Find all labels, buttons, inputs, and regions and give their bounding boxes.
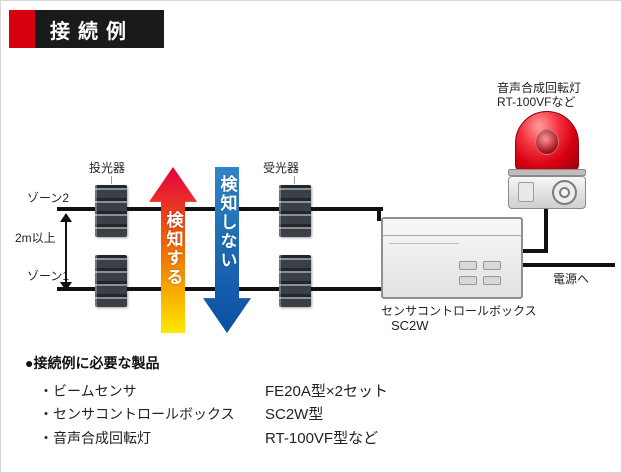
emitter-zone2 bbox=[95, 185, 127, 237]
emitter-leader-line bbox=[111, 176, 112, 184]
products-heading: ●接続例に必要な製品 bbox=[25, 355, 160, 371]
header-bar: 接続例 bbox=[35, 10, 164, 48]
page-title: 接続例 bbox=[50, 20, 134, 43]
product-value: SC2W型 bbox=[265, 406, 324, 423]
beacon-model: RT-100VFなど bbox=[497, 95, 576, 109]
distance-arrowhead-up-icon bbox=[60, 213, 72, 222]
distance-label: 2m以上 bbox=[15, 231, 56, 245]
no-detect-arrow: 検知しない bbox=[203, 167, 251, 333]
zone1-label: ゾーン1 bbox=[27, 269, 70, 283]
product-name: ・センサコントロールボックス bbox=[39, 406, 235, 422]
emitter-label: 投光器 bbox=[89, 161, 126, 175]
control-box-slot bbox=[389, 243, 459, 244]
emitter-zone1 bbox=[95, 255, 127, 307]
receiver-zone1 bbox=[279, 255, 311, 307]
control-box-label: センサコントロールボックス bbox=[381, 304, 537, 318]
beacon-speaker-inner-icon bbox=[559, 187, 570, 198]
sensor-control-box bbox=[381, 217, 523, 299]
beacon-flange bbox=[508, 169, 586, 176]
product-name: ・ビームセンサ bbox=[39, 383, 137, 399]
product-name: ・音声合成回転灯 bbox=[39, 430, 151, 446]
zone2-label: ゾーン2 bbox=[27, 191, 70, 205]
detect-arrow-label: 検知する bbox=[163, 211, 183, 287]
wire-top-stub bbox=[377, 207, 381, 221]
control-box-terminal bbox=[459, 261, 477, 270]
product-value: FE20A型×2セット bbox=[265, 383, 388, 400]
no-detect-arrow-label: 検知しない bbox=[217, 175, 237, 270]
power-label: 電源へ bbox=[553, 272, 590, 286]
beacon-label: 音声合成回転灯 bbox=[497, 81, 582, 95]
beacon-speaker-icon bbox=[552, 180, 577, 205]
beacon-bulb bbox=[535, 129, 559, 155]
wire-power bbox=[519, 263, 615, 267]
header-red-accent bbox=[9, 10, 35, 48]
distance-arrow bbox=[65, 222, 67, 282]
detect-arrow: 検知する bbox=[149, 167, 197, 333]
control-box-terminal bbox=[483, 261, 501, 270]
product-value: RT-100VF型など bbox=[265, 430, 379, 447]
control-box-terminal bbox=[483, 276, 501, 285]
section-header: 接続例 bbox=[9, 10, 164, 48]
control-box-model: SC2W bbox=[391, 318, 429, 333]
wire-beacon-vertical bbox=[544, 209, 548, 253]
distance-arrowhead-down-icon bbox=[60, 282, 72, 291]
wire-beacon-horizontal bbox=[519, 249, 548, 253]
control-box-seam bbox=[383, 235, 521, 236]
receiver-zone2 bbox=[279, 185, 311, 237]
receiver-leader-line bbox=[294, 176, 295, 184]
receiver-label: 受光器 bbox=[263, 161, 300, 175]
control-box-terminal bbox=[459, 276, 477, 285]
beacon-vent bbox=[518, 182, 534, 202]
